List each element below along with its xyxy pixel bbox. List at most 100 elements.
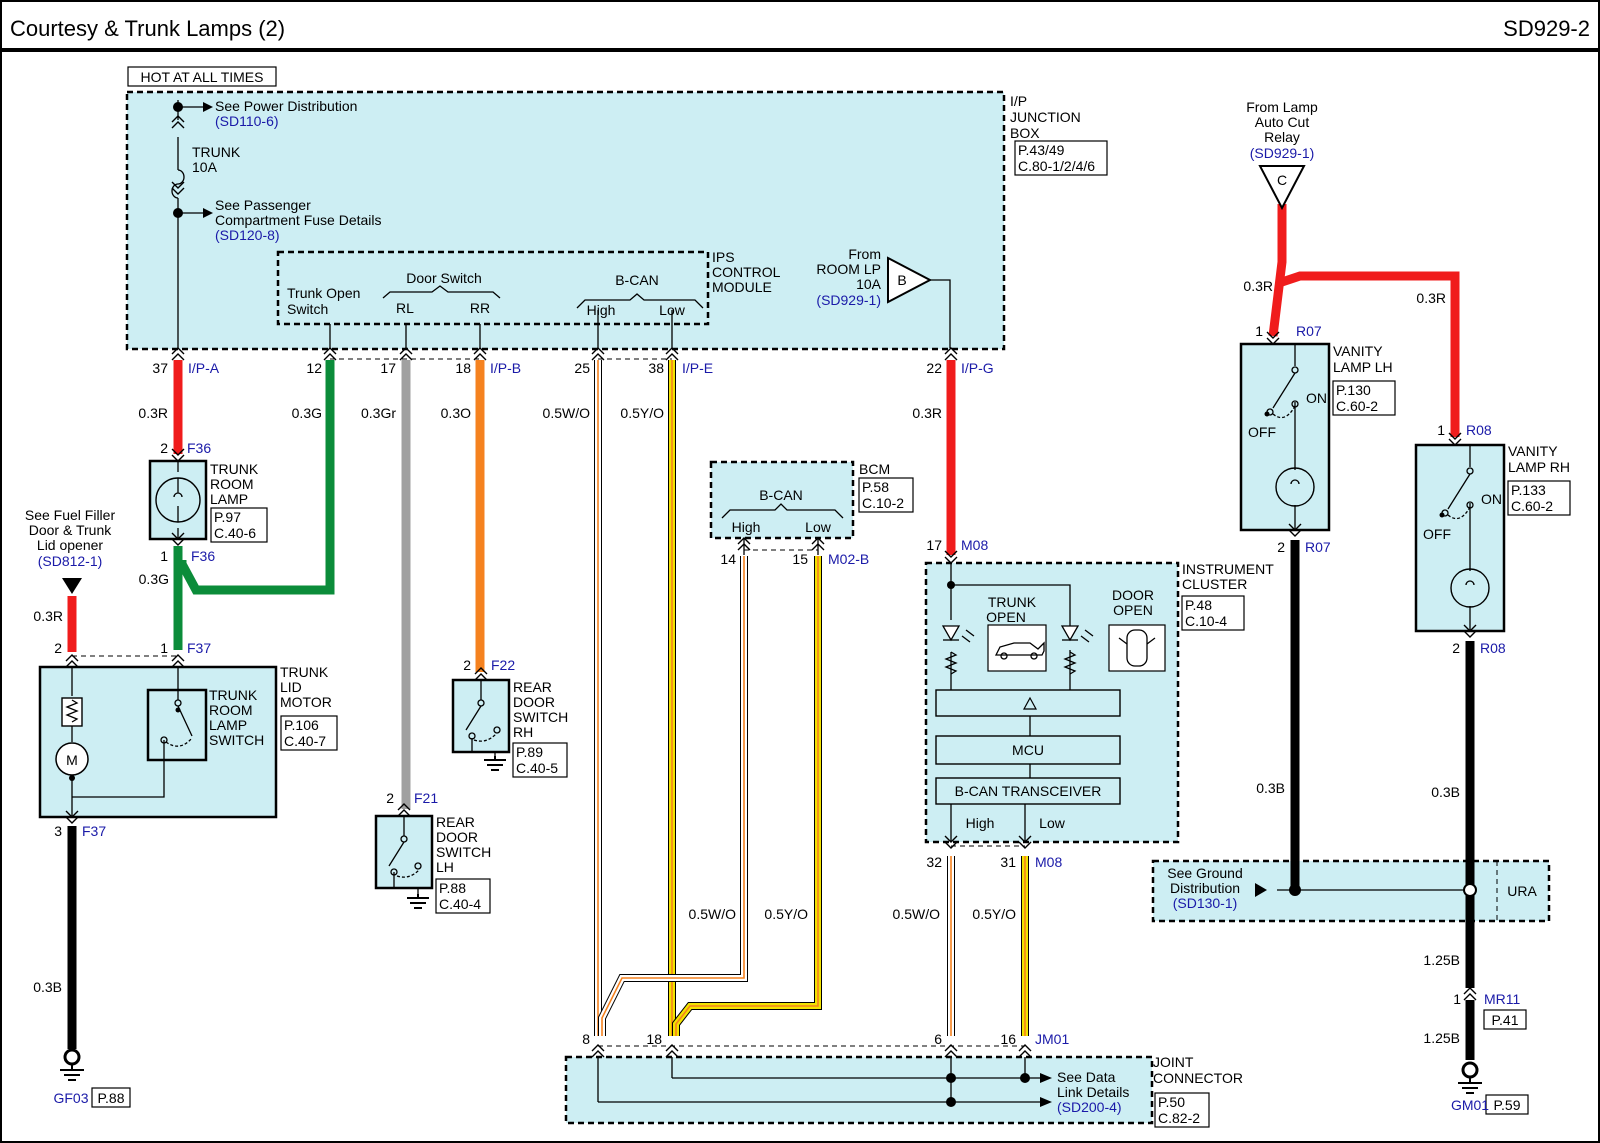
svg-text:16: 16 (1000, 1031, 1016, 1047)
svg-text:MODULE: MODULE (712, 279, 772, 295)
svg-text:37: 37 (152, 360, 168, 376)
svg-text:F21: F21 (414, 790, 438, 806)
splice-points (62, 102, 1477, 1107)
svg-text:0.5Y/O: 0.5Y/O (764, 906, 808, 922)
svg-text:0.5Y/O: 0.5Y/O (972, 906, 1016, 922)
svg-text:22: 22 (926, 360, 942, 376)
svg-text:P.88: P.88 (98, 1090, 125, 1106)
svg-text:Low: Low (659, 302, 686, 318)
ground-distribution-box (1151, 859, 1551, 923)
svg-text:OFF: OFF (1423, 526, 1451, 542)
svg-text:P.106: P.106 (284, 717, 319, 733)
svg-text:ROOM: ROOM (210, 476, 254, 492)
svg-text:JM01: JM01 (1035, 1031, 1069, 1047)
svg-text:See Power Distribution: See Power Distribution (215, 98, 357, 114)
svg-text:RL: RL (396, 300, 414, 316)
svg-text:0.3G: 0.3G (139, 571, 169, 587)
svg-text:M02-B: M02-B (828, 551, 869, 567)
svg-text:See Passenger: See Passenger (215, 197, 311, 213)
svg-text:2: 2 (386, 790, 394, 806)
svg-text:Distribution: Distribution (1170, 880, 1240, 896)
svg-text:From Lamp: From Lamp (1246, 99, 1318, 115)
svg-text:25: 25 (574, 360, 590, 376)
ground-icon (407, 894, 429, 909)
svg-text:R08: R08 (1466, 422, 1492, 438)
svg-text:C.40-7: C.40-7 (284, 733, 326, 749)
svg-text:F36: F36 (187, 440, 211, 456)
svg-text:C.40-5: C.40-5 (516, 760, 558, 776)
internal-wiring (71, 100, 1471, 1103)
svg-text:VANITY: VANITY (1333, 343, 1383, 359)
svg-text:(SD812-1): (SD812-1) (38, 553, 103, 569)
svg-text:SWITCH: SWITCH (209, 732, 264, 748)
svg-text:TRUNK: TRUNK (280, 664, 329, 680)
svg-text:0.3B: 0.3B (1431, 784, 1460, 800)
svg-text:C.40-4: C.40-4 (439, 896, 481, 912)
svg-text:10A: 10A (856, 276, 882, 292)
svg-text:(SD929-1): (SD929-1) (816, 292, 881, 308)
svg-text:IPS: IPS (712, 249, 735, 265)
svg-text:I/P-A: I/P-A (188, 360, 220, 376)
svg-text:P.43/49: P.43/49 (1018, 142, 1065, 158)
connector-ids: I/P-A I/P-B I/P-E I/P-G F36 F36 F37 F37 … (82, 323, 1506, 1047)
svg-text:OPEN: OPEN (1113, 602, 1153, 618)
svg-text:Relay: Relay (1264, 129, 1300, 145)
pin-numbers: 37 12 17 18 25 38 22 2 1 2 1 3 2 2 14 15… (54, 323, 1461, 1047)
wire-codes: 0.3R 0.3G 0.3Gr 0.3O 0.5W/O 0.5Y/O 0.3R … (33, 278, 1460, 1046)
svg-text:Door & Trunk: Door & Trunk (29, 522, 112, 538)
svg-text:1: 1 (1453, 991, 1461, 1007)
svg-text:(SD200-4): (SD200-4) (1057, 1099, 1122, 1115)
svg-text:ON: ON (1481, 491, 1502, 507)
svg-text:(SD110-6): (SD110-6) (215, 113, 279, 129)
svg-text:R08: R08 (1480, 640, 1506, 656)
svg-text:C.80-1/2/4/6: C.80-1/2/4/6 (1018, 158, 1095, 174)
svg-text:P.130: P.130 (1336, 382, 1371, 398)
ground-icon (1458, 1061, 1482, 1094)
svg-text:F37: F37 (82, 823, 106, 839)
svg-text:CONTROL: CONTROL (712, 264, 781, 280)
svg-text:High: High (587, 302, 616, 318)
svg-text:Switch: Switch (287, 301, 328, 317)
bulb-icon (1275, 467, 1315, 507)
svg-text:8: 8 (582, 1031, 590, 1047)
svg-text:URA: URA (1507, 883, 1537, 899)
connector-c-triangle (1258, 165, 1306, 211)
svg-text:R07: R07 (1296, 323, 1322, 339)
svg-text:MCU: MCU (1012, 742, 1044, 758)
svg-text:M08: M08 (961, 537, 988, 553)
connector-b-triangle (887, 256, 933, 304)
bcm-module (709, 460, 855, 540)
svg-text:3: 3 (54, 823, 62, 839)
svg-text:GF03: GF03 (53, 1090, 88, 1106)
svg-text:CLUSTER: CLUSTER (1182, 576, 1247, 592)
wire (1268, 204, 1287, 337)
svg-text:LAMP RH: LAMP RH (1508, 459, 1570, 475)
car-door-open-icon (1118, 629, 1156, 667)
page-title: Courtesy & Trunk Lamps (2) (10, 16, 285, 41)
svg-text:ON: ON (1306, 390, 1327, 406)
switch-icon (465, 699, 501, 742)
svg-text:C.40-6: C.40-6 (214, 525, 256, 541)
svg-text:0.3B: 0.3B (1256, 780, 1285, 796)
diagram-labels: HOT AT ALL TIMES See Power Distribution … (25, 69, 1570, 1126)
svg-text:From: From (848, 246, 881, 262)
svg-text:DOOR: DOOR (1112, 587, 1154, 603)
svg-text:P.89: P.89 (516, 744, 543, 760)
svg-text:1: 1 (160, 548, 168, 564)
svg-text:B-CAN TRANSCEIVER: B-CAN TRANSCEIVER (955, 783, 1102, 799)
svg-text:Low: Low (1039, 815, 1066, 831)
led-icon (941, 625, 975, 675)
svg-text:LH: LH (436, 859, 454, 875)
svg-text:RH: RH (513, 724, 533, 740)
svg-text:I/P: I/P (1010, 93, 1027, 109)
svg-text:0.3G: 0.3G (292, 405, 322, 421)
svg-text:0.3R: 0.3R (1416, 290, 1446, 306)
svg-text:2: 2 (1277, 539, 1285, 555)
svg-text:0.3R: 0.3R (138, 405, 168, 421)
door-open-indicator (1108, 624, 1166, 672)
trunk-room-lamp (148, 459, 208, 541)
svg-text:DOOR: DOOR (436, 829, 478, 845)
ground-icon (60, 1048, 84, 1081)
svg-text:0.3B: 0.3B (33, 979, 62, 995)
svg-text:JOINT: JOINT (1153, 1054, 1194, 1070)
